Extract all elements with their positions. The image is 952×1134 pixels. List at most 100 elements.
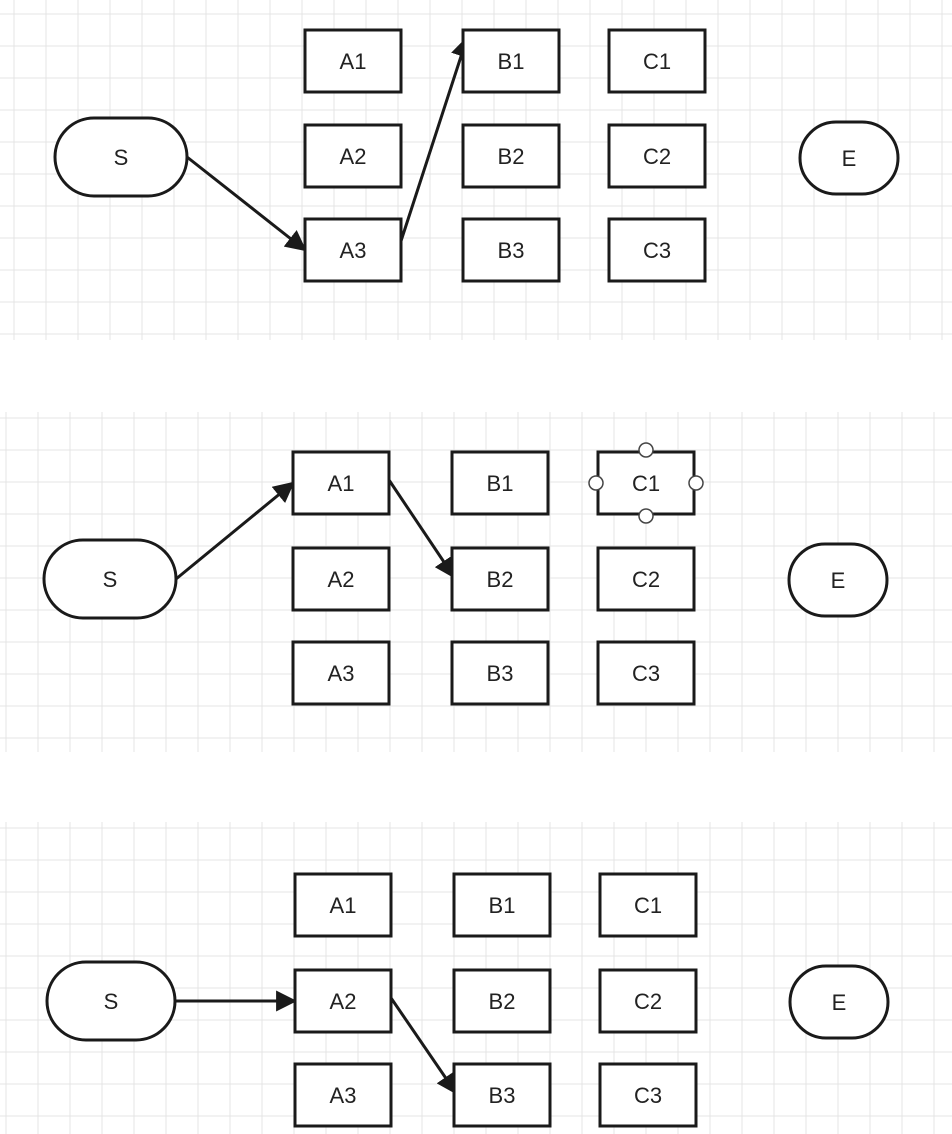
node-e[interactable]: E (788, 964, 890, 1040)
process-box (607, 217, 707, 283)
node-a2[interactable]: A2 (291, 546, 391, 612)
node-a3[interactable]: A3 (293, 1062, 393, 1128)
resize-handle-left[interactable] (588, 475, 604, 491)
node-b3[interactable]: B3 (450, 640, 550, 706)
edge-a2-to-b3[interactable] (387, 994, 458, 1095)
edge-s-to-a3[interactable] (186, 155, 307, 252)
node-s[interactable]: S (42, 538, 178, 620)
node-label: A2 (330, 989, 357, 1014)
node-s[interactable]: S (53, 116, 189, 198)
node-b2[interactable]: B2 (450, 546, 550, 612)
node-c2[interactable]: C2 (607, 123, 707, 189)
node-label: C3 (632, 661, 660, 686)
node-a1[interactable]: A1 (303, 28, 403, 94)
node-label: B3 (489, 1083, 516, 1108)
node-b1[interactable]: B1 (450, 450, 550, 516)
node-label: C3 (634, 1083, 662, 1108)
node-c2[interactable]: C2 (596, 546, 696, 612)
node-b2[interactable]: B2 (452, 968, 552, 1034)
node-label: A1 (340, 49, 367, 74)
node-a2[interactable]: A2 (303, 123, 403, 189)
resize-handle-top[interactable] (638, 442, 654, 458)
node-c3[interactable]: C3 (596, 640, 696, 706)
node-c3[interactable]: C3 (607, 217, 707, 283)
node-label: S (103, 567, 118, 592)
node-e[interactable]: E (798, 120, 900, 196)
node-a3[interactable]: A3 (303, 217, 403, 283)
terminal-shape (788, 964, 890, 1040)
node-b1[interactable]: B1 (452, 872, 552, 938)
node-label: A3 (330, 1083, 357, 1108)
process-box (450, 640, 550, 706)
node-label: C3 (643, 238, 671, 263)
node-c1[interactable]: C1 (607, 28, 707, 94)
node-b3[interactable]: B3 (461, 217, 561, 283)
terminal-shape (787, 542, 889, 618)
process-box (461, 123, 561, 189)
node-a1[interactable]: A1 (291, 450, 391, 516)
process-box (293, 968, 393, 1034)
node-label: E (831, 568, 846, 593)
edges (175, 990, 458, 1095)
node-label: B1 (498, 49, 525, 74)
node-label: C2 (632, 567, 660, 592)
process-box (303, 28, 403, 94)
node-c1[interactable]: C1 (588, 442, 704, 524)
node-label: B3 (487, 661, 514, 686)
terminal-shape (798, 120, 900, 196)
process-box (450, 546, 550, 612)
edge-s-to-a1[interactable] (175, 481, 295, 581)
process-box (461, 217, 561, 283)
node-label: C1 (634, 893, 662, 918)
terminal-shape (53, 116, 189, 198)
node-a3[interactable]: A3 (291, 640, 391, 706)
process-box (596, 546, 696, 612)
node-label: E (842, 146, 857, 171)
process-box (450, 450, 550, 516)
node-label: A1 (328, 471, 355, 496)
node-c1[interactable]: C1 (598, 872, 698, 938)
node-label: B1 (487, 471, 514, 496)
node-label: B1 (489, 893, 516, 918)
node-b2[interactable]: B2 (461, 123, 561, 189)
node-a2[interactable]: A2 (293, 968, 393, 1034)
edges (186, 36, 472, 252)
resize-handle-bottom[interactable] (638, 508, 654, 524)
node-label: E (832, 990, 847, 1015)
resize-handle-right[interactable] (688, 475, 704, 491)
process-box (598, 872, 698, 938)
process-box (607, 123, 707, 189)
edge-a3-to-b1[interactable] (399, 36, 472, 242)
selection-handles (588, 442, 704, 524)
node-a1[interactable]: A1 (293, 872, 393, 938)
node-label: S (104, 989, 119, 1014)
node-e[interactable]: E (787, 542, 889, 618)
node-s[interactable]: S (45, 960, 177, 1042)
process-box (293, 1062, 393, 1128)
process-box (461, 28, 561, 94)
process-box (598, 1062, 698, 1128)
node-label: A2 (328, 567, 355, 592)
process-box (303, 123, 403, 189)
node-label: A3 (328, 661, 355, 686)
node-label: A2 (340, 144, 367, 169)
node-label: B2 (489, 989, 516, 1014)
node-label: B3 (498, 238, 525, 263)
node-c2[interactable]: C2 (598, 968, 698, 1034)
process-box (291, 450, 391, 516)
node-b1[interactable]: B1 (461, 28, 561, 94)
node-c3[interactable]: C3 (598, 1062, 698, 1128)
process-box (598, 968, 698, 1034)
process-box (291, 640, 391, 706)
process-box (303, 217, 403, 283)
terminal-shape (42, 538, 178, 620)
edge-a1-to-b2[interactable] (385, 476, 456, 579)
node-b3[interactable]: B3 (452, 1062, 552, 1128)
